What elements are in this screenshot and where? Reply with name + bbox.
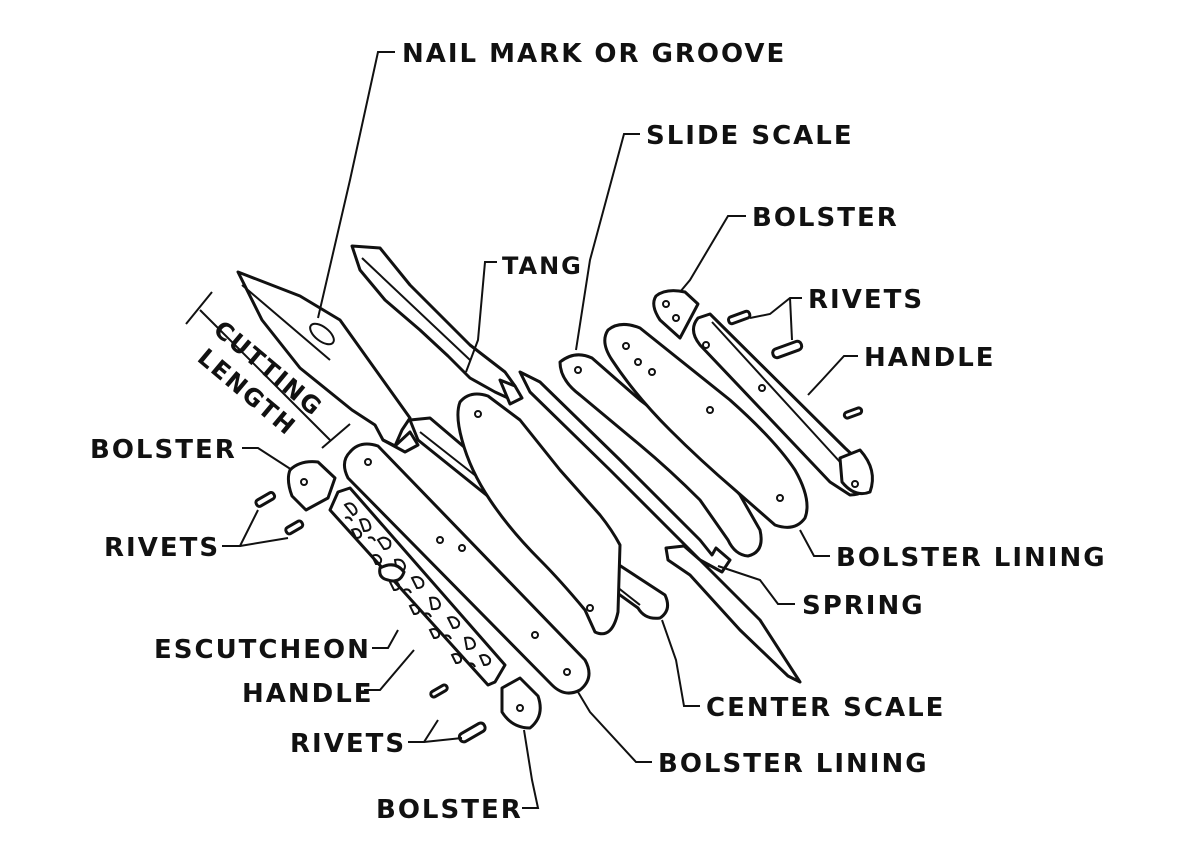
label-tang: TANG xyxy=(502,252,583,280)
bolster-left-top xyxy=(286,460,337,512)
label-handle-right: HANDLE xyxy=(864,343,996,373)
bolster-lining-left xyxy=(343,442,591,695)
bolster-right-top xyxy=(652,289,700,340)
label-escutcheon: ESCUTCHEON xyxy=(154,635,371,665)
label-slide-scale: SLIDE SCALE xyxy=(646,121,854,151)
label-spring: SPRING xyxy=(802,591,925,621)
bolster-left-bottom xyxy=(500,676,542,730)
label-bolster-left: BOLSTER xyxy=(90,435,237,465)
spring xyxy=(518,370,802,684)
wavy-scale-middle xyxy=(456,392,622,636)
label-handle-left: HANDLE xyxy=(242,679,374,709)
label-bolster-lining-bottom: BOLSTER LINING xyxy=(658,749,929,779)
label-rivets-right: RIVETS xyxy=(808,285,924,315)
blade-top xyxy=(350,244,524,406)
cutting-length-dimension xyxy=(185,291,351,449)
label-bolster-bottom: BOLSTER xyxy=(376,795,523,825)
label-rivets-left: RIVETS xyxy=(104,533,220,563)
rivets-right xyxy=(726,309,864,420)
bolster-right-bottom xyxy=(838,448,874,496)
handle-left xyxy=(328,486,507,687)
label-nail-mark: NAIL MARK OR GROOVE xyxy=(402,39,786,69)
label-bolster-lining-right: BOLSTER LINING xyxy=(836,543,1107,573)
nail-mark-groove xyxy=(309,322,335,346)
bolster-lining-right xyxy=(603,323,809,529)
label-bolster-top: BOLSTER xyxy=(752,203,899,233)
leader-lines xyxy=(222,51,858,809)
label-center-scale: CENTER SCALE xyxy=(706,693,945,723)
escutcheon-plate xyxy=(378,563,406,583)
label-rivets-bottom: RIVETS xyxy=(290,729,406,759)
rivets-left xyxy=(254,490,487,744)
blade-left xyxy=(236,270,420,454)
